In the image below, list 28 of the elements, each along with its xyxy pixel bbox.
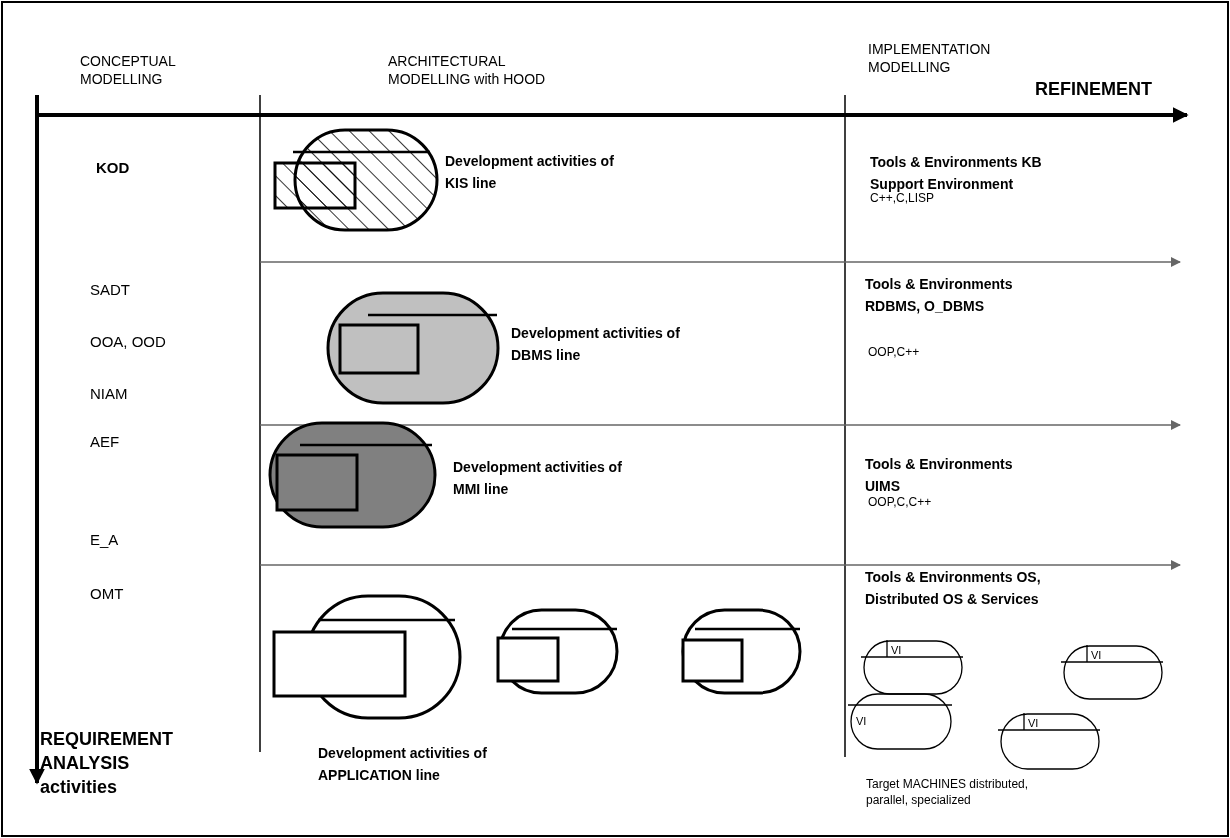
axis-label: REFINEMENT bbox=[1035, 78, 1153, 100]
method-label: SADT bbox=[90, 280, 131, 299]
tools-label: Tools & Environments KB Support Environment bbox=[870, 153, 1043, 193]
machine-label: VI bbox=[891, 644, 902, 656]
language-label: OOP,C,C++ bbox=[868, 494, 933, 510]
method-label: E_A bbox=[90, 530, 120, 549]
machine-label: VI bbox=[1028, 717, 1039, 729]
caption-text: Target MACHINES distributed, parallel, specialized bbox=[866, 776, 1030, 808]
activity-caption: Development activities of DBMS line bbox=[511, 324, 681, 365]
column-heading: IMPLEMENTATION MODELLING bbox=[868, 40, 992, 76]
activity-caption: Development activities of KIS line bbox=[445, 152, 615, 193]
tools-label: Tools & Environments UIMS bbox=[865, 455, 1014, 496]
method-label: OMT bbox=[90, 584, 125, 603]
machine-label: VI bbox=[856, 715, 867, 727]
method-label: OOA, OOD bbox=[90, 332, 167, 351]
method-label: AEF bbox=[90, 432, 121, 451]
machine-label: VI bbox=[1091, 649, 1102, 661]
tools-label: Tools & Environments OS, Distributed OS & Services bbox=[865, 568, 1042, 609]
activity-caption: Development activities of MMI line bbox=[453, 458, 623, 499]
axis-label: REQUIREMENT ANALYSIS activities bbox=[40, 728, 174, 799]
language-label: C++,C,LISP bbox=[870, 191, 936, 206]
language-label: OOP,C++ bbox=[868, 344, 921, 360]
activity-caption: Development activities of APPLICATION line bbox=[318, 744, 488, 785]
method-label: NIAM bbox=[90, 384, 129, 403]
column-heading: CONCEPTUAL MODELLING bbox=[80, 52, 177, 88]
tools-label: Tools & Environments RDBMS, O_DBMS bbox=[865, 275, 1014, 316]
column-heading: ARCHITECTURAL MODELLING with HOOD bbox=[388, 52, 547, 88]
method-label: KOD bbox=[96, 158, 131, 177]
